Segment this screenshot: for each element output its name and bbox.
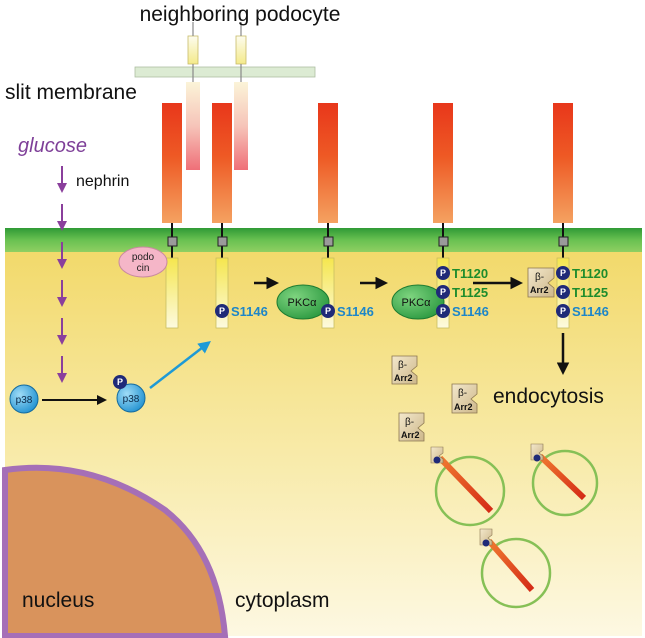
label-slit-membrane: slit membrane	[5, 81, 137, 104]
pkc-alpha-1-label: PKCα	[288, 297, 318, 309]
pkc-alpha-2	[391, 284, 445, 320]
phospho-icon-t1125-n4	[436, 285, 450, 299]
beta-arrestin2-bound-beta: β-	[535, 272, 544, 283]
phospho-label-s1146-n5: P	[560, 306, 566, 316]
neighboring-podocyte-nephrin	[134, 22, 316, 170]
vesicle-1	[430, 446, 506, 527]
p38-to-nephrin-arrow	[149, 340, 211, 389]
label-cytoplasm: cytoplasm	[235, 589, 330, 612]
site-t1125-n5: T1125	[572, 285, 608, 300]
site-t1120-n4: T1120	[452, 266, 488, 281]
beta-arrestin2-free-2-arr2: Arr2	[454, 402, 473, 412]
vesicle-2	[530, 443, 599, 517]
phospho-icon-s1146-n3	[321, 304, 335, 318]
beta-arrestin2-bound	[527, 267, 555, 298]
site-t1125-n4: T1125	[452, 285, 488, 300]
site-s1146-n2: S1146	[231, 304, 268, 319]
phospho-label-s1146-n4: P	[440, 306, 446, 316]
slit-membrane-bar	[134, 66, 316, 78]
p38-active	[116, 383, 146, 413]
beta-arrestin2-free-1: β- Arr2	[391, 355, 418, 385]
beta-arrestin2-free-2-beta: β-	[458, 388, 467, 399]
phospho-label-s1146-n3: P	[325, 306, 331, 316]
podocin-label-bottom: cin	[137, 263, 150, 274]
phospho-label-t1120-n4: P	[440, 268, 446, 278]
site-s1146-n4: S1146	[452, 304, 489, 319]
phospho-icon-t1120-n4	[436, 266, 450, 280]
pkc-alpha-1	[276, 284, 330, 320]
phospho-icon-t1120-n5	[556, 266, 570, 280]
vesicle-3	[479, 528, 552, 609]
p38-inactive-label: p38	[16, 395, 33, 406]
phospho-label-t1125-n5: P	[560, 287, 566, 297]
beta-arrestin2-free-3: β- Arr2	[398, 412, 425, 442]
label-endocytosis: endocytosis	[493, 385, 604, 408]
beta-arrestin2-free-3-beta: β-	[405, 417, 414, 428]
podocin-label-top: podo	[132, 252, 155, 263]
phospho-label-t1125-n4: P	[440, 287, 446, 297]
beta-arrestin2-free-1-beta: β-	[398, 360, 407, 371]
podocin	[118, 246, 168, 278]
label-nephrin: nephrin	[76, 173, 129, 190]
nephrin-1	[162, 103, 182, 329]
p38-phospho-label: P	[117, 377, 123, 387]
site-s1146-n5: S1146	[572, 304, 609, 319]
phospho-label-s1146-n2: P	[219, 306, 225, 316]
label-nucleus: nucleus	[22, 589, 94, 612]
label-glucose: glucose	[18, 135, 87, 157]
beta-arrestin2-free-2: β- Arr2	[451, 383, 478, 414]
phospho-label-t1120-n5: P	[560, 268, 566, 278]
beta-arrestin2-free-1-arr2: Arr2	[394, 373, 413, 383]
site-t1120-n5: T1120	[572, 266, 608, 281]
site-s1146-n3: S1146	[337, 304, 374, 319]
phospho-icon-t1125-n5	[556, 285, 570, 299]
p38-phospho-icon	[113, 375, 127, 389]
p38-inactive	[9, 384, 39, 414]
beta-arrestin2-bound-arr2: Arr2	[530, 285, 549, 295]
beta-arrestin2-free-3-arr2: Arr2	[401, 430, 420, 440]
phospho-icon-s1146-n5	[556, 304, 570, 318]
nucleus	[2, 464, 229, 638]
phospho-icon-s1146-n4	[436, 304, 450, 318]
label-neighboring-podocyte: neighboring podocyte	[140, 3, 341, 26]
phospho-icon-s1146-n2	[215, 304, 229, 318]
pkc-alpha-2-label: PKCα	[402, 297, 432, 309]
p38-active-label: p38	[123, 394, 140, 405]
